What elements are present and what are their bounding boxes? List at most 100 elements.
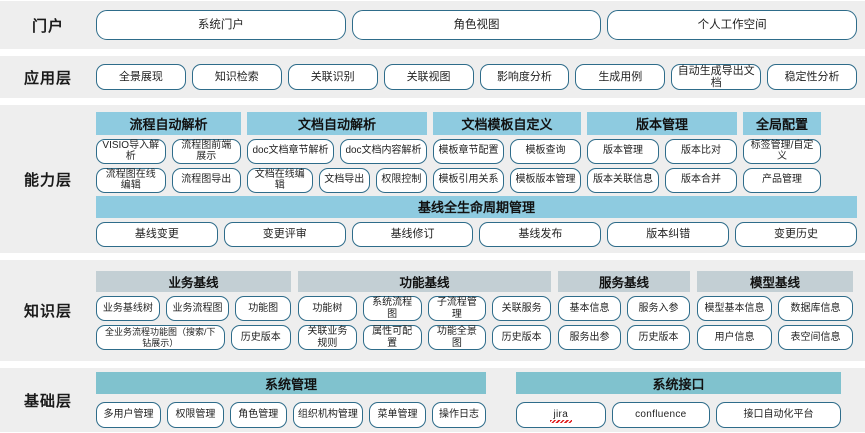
app-item-relation-view[interactable]: 关联视图 <box>383 64 474 90</box>
cap-product-management[interactable]: 产品管理 <box>743 167 821 193</box>
portal-item-personal-workspace[interactable]: 个人工作空间 <box>607 10 858 40</box>
base-api-automation-platform[interactable]: 接口自动化平台 <box>716 402 841 428</box>
layer-portal: 门户 系统门户 角色视图 个人工作空间 <box>0 0 865 50</box>
app-item-stability-analysis[interactable]: 稳定性分析 <box>767 64 857 90</box>
cap-template-version-mgmt[interactable]: 模板版本管理 <box>510 167 581 193</box>
cap-doc-content-parse[interactable]: doc文档内容解析 <box>340 138 427 164</box>
app-item-relation-recognition[interactable]: 关联识别 <box>287 64 378 90</box>
knowledge-row: 全业务流程功能图（搜索/下钻展示） 历史版本 <box>96 325 291 350</box>
group-header-business-baseline: 业务基线 <box>96 271 291 292</box>
baseline-change[interactable]: 基线变更 <box>96 221 218 247</box>
app-item-auto-export-doc[interactable]: 自动生成导出文档 <box>671 64 762 90</box>
base-row: jira confluence 接口自动化平台 <box>516 402 841 428</box>
cap-visio-import-parse[interactable]: VISIO导入解析 <box>96 138 166 164</box>
kn-model-basic-info[interactable]: 模型基本信息 <box>697 296 772 321</box>
kn-attribute-configurable[interactable]: 属性可配置 <box>362 325 422 350</box>
kn-system-flowchart[interactable]: 系统流程图 <box>362 296 422 321</box>
app-item-generate-usecase[interactable]: 生成用例 <box>575 64 666 90</box>
capability-row: 流程图在线编辑 流程图导出 <box>96 167 241 193</box>
layer-divider-2 <box>0 99 865 104</box>
app-item-panorama[interactable]: 全景展现 <box>96 64 186 90</box>
kn-related-service[interactable]: 关联服务 <box>492 296 551 321</box>
kn-subprocess-management[interactable]: 子流程管理 <box>427 296 487 321</box>
capability-row: 模板引用关系 模板版本管理 <box>433 167 581 193</box>
kn-history-version-business[interactable]: 历史版本 <box>230 325 291 350</box>
base-row: 多用户管理 权限管理 角色管理 组织机构管理 菜单管理 操作日志 <box>96 402 486 428</box>
baseline-change-history[interactable]: 变更历史 <box>735 221 857 247</box>
app-item-impact-analysis[interactable]: 影响度分析 <box>479 64 570 90</box>
baseline-change-review[interactable]: 变更评审 <box>223 221 346 247</box>
layer-label-knowledge: 知识层 <box>23 303 72 320</box>
kn-history-version-function[interactable]: 历史版本 <box>492 325 551 350</box>
portal-item-role-view[interactable]: 角色视图 <box>351 10 602 40</box>
cap-doc-online-edit[interactable]: 文档在线编辑 <box>247 167 313 193</box>
layer-body-knowledge: 业务基线 业务基线树 业务流程图 功能图 全业务流程功能图（搜索/下钻展示） 历… <box>96 265 865 356</box>
base-group-system-management: 系统管理 多用户管理 权限管理 角色管理 组织机构管理 菜单管理 操作日志 <box>96 372 486 428</box>
knowledge-row: 关联业务规则 属性可配置 功能全景图 历史版本 <box>298 325 551 350</box>
base-multi-user-management[interactable]: 多用户管理 <box>96 402 162 428</box>
knowledge-group-service-baseline: 服务基线 基本信息 服务入参 服务出参 历史版本 <box>558 271 690 350</box>
kn-function-chart[interactable]: 功能图 <box>235 296 291 321</box>
knowledge-group-function-baseline: 功能基线 功能树 系统流程图 子流程管理 关联服务 关联业务规则 属性可配置 功… <box>298 271 551 350</box>
baseline-revision[interactable]: 基线修订 <box>351 221 474 247</box>
cap-version-relation-info[interactable]: 版本关联信息 <box>587 167 659 193</box>
cap-template-query[interactable]: 模板查询 <box>510 138 581 164</box>
knowledge-group-model-baseline: 模型基线 模型基本信息 数据库信息 用户信息 表空间信息 <box>697 271 853 350</box>
cap-version-management[interactable]: 版本管理 <box>587 138 659 164</box>
cap-permission-control[interactable]: 权限控制 <box>375 167 427 193</box>
kn-service-output-param[interactable]: 服务出参 <box>558 325 621 350</box>
cap-tag-mgmt-custom[interactable]: 标签管理/自定义 <box>743 138 821 164</box>
base-org-structure-management[interactable]: 组织机构管理 <box>292 402 364 428</box>
capability-row: 模板章节配置 模板查询 <box>433 138 581 164</box>
knowledge-group-business-baseline: 业务基线 业务基线树 业务流程图 功能图 全业务流程功能图（搜索/下钻展示） 历… <box>96 271 291 350</box>
base-confluence-interface[interactable]: confluence <box>611 402 711 428</box>
cap-flowchart-frontend-display[interactable]: 流程图前端展示 <box>171 138 241 164</box>
capability-group-global-config: 全局配置 标签管理/自定义 产品管理 <box>743 111 821 193</box>
kn-database-info[interactable]: 数据库信息 <box>778 296 853 321</box>
cap-template-reference-relation[interactable]: 模板引用关系 <box>433 167 504 193</box>
kn-tablespace-info[interactable]: 表空间信息 <box>778 325 853 350</box>
cap-version-merge[interactable]: 版本合并 <box>665 167 737 193</box>
layer-body-base: 系统管理 多用户管理 权限管理 角色管理 组织机构管理 菜单管理 操作日志 系统… <box>96 366 865 433</box>
layer-capability: 能力层 流程自动解析 VISIO导入解析 流程图前端展示 流程图在线编辑 流程图… <box>0 104 865 254</box>
base-role-management[interactable]: 角色管理 <box>229 402 287 428</box>
kn-function-tree[interactable]: 功能树 <box>298 296 357 321</box>
cap-flowchart-online-edit[interactable]: 流程图在线编辑 <box>96 167 166 193</box>
kn-full-business-process-function-chart[interactable]: 全业务流程功能图（搜索/下钻展示） <box>96 325 225 350</box>
kn-business-flowchart[interactable]: 业务流程图 <box>165 296 230 321</box>
kn-basic-info[interactable]: 基本信息 <box>558 296 621 321</box>
layer-knowledge: 知识层 业务基线 业务基线树 业务流程图 功能图 全业务流程功能图（搜索/下钻展… <box>0 259 865 362</box>
cap-doc-export[interactable]: 文档导出 <box>318 167 370 193</box>
group-header-system-interface: 系统接口 <box>516 372 841 394</box>
kn-service-input-param[interactable]: 服务入参 <box>627 296 690 321</box>
kn-related-business-rule[interactable]: 关联业务规则 <box>298 325 357 350</box>
cap-template-chapter-config[interactable]: 模板章节配置 <box>433 138 504 164</box>
layer-body-capability: 流程自动解析 VISIO导入解析 流程图前端展示 流程图在线编辑 流程图导出 文… <box>96 106 865 253</box>
base-permission-management[interactable]: 权限管理 <box>167 402 224 428</box>
baseline-release[interactable]: 基线发布 <box>479 221 602 247</box>
kn-function-panorama[interactable]: 功能全景图 <box>427 325 487 350</box>
capability-row: 版本管理 版本比对 <box>587 138 737 164</box>
cap-doc-chapter-parse[interactable]: doc文档章节解析 <box>247 138 334 164</box>
layer-divider-1 <box>0 50 865 55</box>
capability-row: 产品管理 <box>743 167 821 193</box>
portal-item-system-portal[interactable]: 系统门户 <box>96 10 346 40</box>
capability-row: 文档在线编辑 文档导出 权限控制 <box>247 167 427 193</box>
kn-history-version-service[interactable]: 历史版本 <box>627 325 690 350</box>
base-jira-interface[interactable]: jira <box>516 402 606 428</box>
knowledge-group-list: 业务基线 业务基线树 业务流程图 功能图 全业务流程功能图（搜索/下钻展示） 历… <box>96 271 857 350</box>
portal-item-row: 系统门户 角色视图 个人工作空间 <box>96 10 858 40</box>
knowledge-row: 模型基本信息 数据库信息 <box>697 296 853 321</box>
baseline-version-correction[interactable]: 版本纠错 <box>607 221 730 247</box>
base-operation-log[interactable]: 操作日志 <box>431 402 486 428</box>
base-menu-management[interactable]: 菜单管理 <box>369 402 426 428</box>
cap-flowchart-export[interactable]: 流程图导出 <box>171 167 241 193</box>
layer-label-application: 应用层 <box>23 69 72 87</box>
app-item-knowledge-search[interactable]: 知识检索 <box>191 64 282 90</box>
kn-user-info[interactable]: 用户信息 <box>697 325 772 350</box>
baseline-lifecycle-header: 基线全生命周期管理 <box>96 195 857 218</box>
cap-version-compare[interactable]: 版本比对 <box>665 138 737 164</box>
knowledge-row: 功能树 系统流程图 子流程管理 关联服务 <box>298 296 551 321</box>
kn-business-baseline-tree[interactable]: 业务基线树 <box>96 296 160 321</box>
base-group-system-interface: 系统接口 jira confluence 接口自动化平台 <box>516 372 841 428</box>
